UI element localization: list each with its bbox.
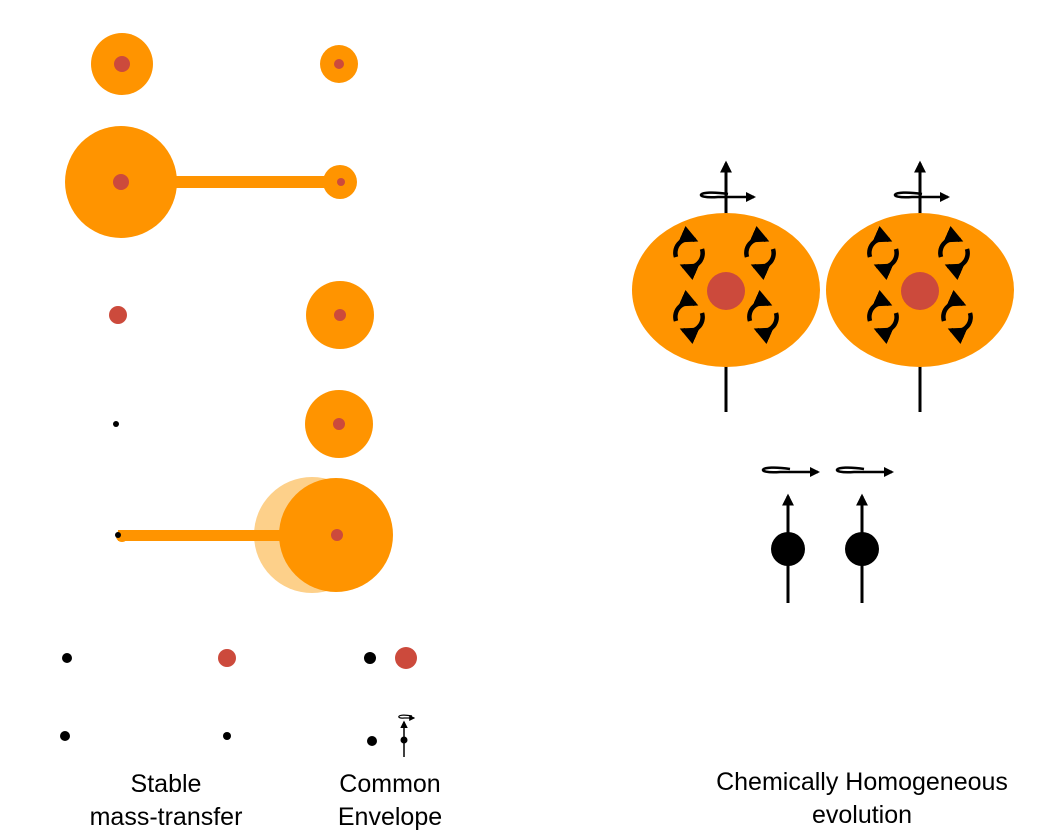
stable-mass-transfer-label: Stable mass-transfer — [66, 768, 266, 834]
compact-object — [113, 421, 119, 427]
stripped-core — [395, 647, 417, 669]
primary-star-core — [114, 56, 130, 72]
mass-transfer-stream — [150, 176, 340, 188]
spin-arrow-icon — [398, 714, 416, 757]
circular-arrow-icon — [673, 225, 705, 281]
circular-arrow-icon — [941, 289, 973, 345]
star-core — [707, 272, 745, 310]
spin-arrow-icon — [699, 191, 756, 202]
companion-star-core — [333, 418, 345, 430]
spin-arrow-icon — [893, 191, 950, 202]
common-envelope-label: Common Envelope — [300, 768, 480, 834]
compact-object — [62, 653, 72, 663]
black-hole — [845, 532, 879, 566]
row-7-double-compact — [60, 714, 416, 757]
che-star-1 — [632, 160, 820, 412]
che-star-2 — [826, 160, 1014, 412]
stripped-core — [218, 649, 236, 667]
ce-label-line-2: Envelope — [337, 803, 443, 831]
row-2-roche-lobe-overflow — [65, 126, 357, 238]
stable-label-line-1: Stable — [130, 770, 202, 798]
row-1-initial-binary — [91, 33, 358, 95]
stripped-core — [109, 306, 127, 324]
circular-arrow-icon — [867, 289, 899, 345]
star-core — [901, 272, 939, 310]
spin-arrow-icon — [835, 466, 894, 477]
circular-arrow-icon — [938, 225, 970, 281]
ce-label-line-1: Common — [339, 770, 441, 798]
black-hole-2 — [835, 466, 894, 603]
che-label: Chemically Homogeneous evolution — [662, 766, 1057, 832]
che-binary-stars — [632, 160, 1014, 412]
circular-arrow-icon — [744, 225, 776, 281]
black-hole-1 — [761, 466, 820, 603]
compact-object — [364, 652, 376, 664]
giant-star-core — [331, 529, 343, 541]
circular-arrow-icon — [867, 225, 899, 281]
donor-star-core — [113, 174, 129, 190]
accretor-star-core — [337, 178, 345, 186]
che-black-hole-pair — [761, 466, 894, 603]
compact-object — [115, 532, 121, 538]
companion-star-core — [334, 309, 346, 321]
row-3-stripped-star — [109, 281, 374, 349]
row-4-compact-object — [113, 390, 373, 458]
compact-object — [367, 736, 377, 746]
circular-arrow-icon — [673, 289, 705, 345]
spin-arrow-icon — [761, 466, 820, 477]
circular-arrow-icon — [747, 289, 779, 345]
che-label-line-2: evolution — [811, 801, 913, 829]
compact-object — [223, 732, 231, 740]
compact-object — [60, 731, 70, 741]
row-5-common-envelope — [115, 477, 393, 593]
secondary-star-core — [334, 59, 344, 69]
black-hole — [771, 532, 805, 566]
che-label-line-1: Chemically Homogeneous — [716, 768, 1008, 796]
row-6-post-interaction — [62, 647, 417, 669]
inspiral-stream — [118, 530, 318, 541]
stable-label-line-2: mass-transfer — [89, 803, 243, 831]
